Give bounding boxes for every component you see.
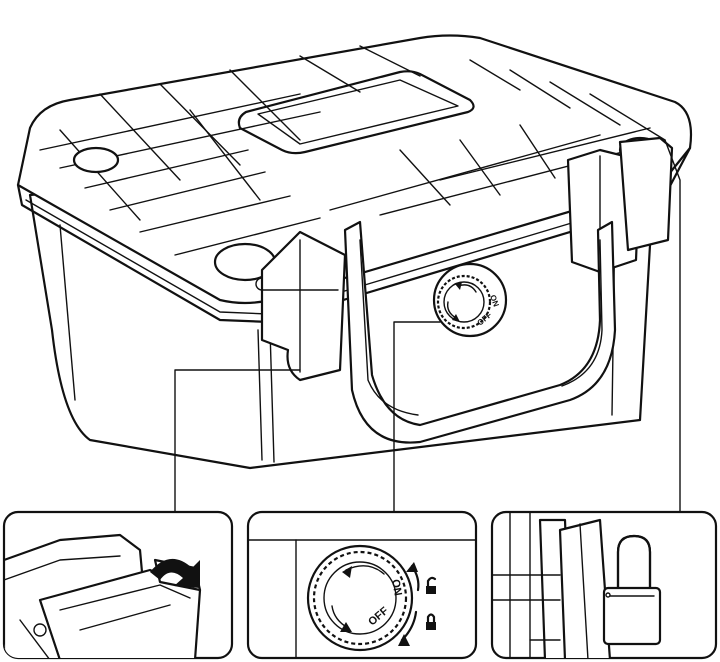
detail-panel-padlock: [490, 510, 718, 660]
pressure-valve: ON OFF: [432, 262, 508, 338]
lid-ribs: [39, 45, 666, 256]
padlock: [602, 534, 662, 646]
left-latch: [260, 230, 347, 382]
detail-panel-latch: [2, 510, 234, 660]
latch-closeup: [38, 568, 202, 658]
locked-padlock-icon: [426, 613, 436, 630]
valve-on-label: ON: [488, 294, 501, 309]
protective-case: ON OFF: [16, 34, 693, 513]
unlocked-padlock-icon: [426, 576, 437, 594]
valve-knob-gear-detail: [312, 550, 408, 646]
case-lid-top: [16, 34, 693, 305]
case-handle: [343, 220, 617, 444]
rotate-arrow-icon: [150, 558, 200, 588]
detail-on-label: ON: [389, 578, 404, 596]
valve-knob-gear: [436, 274, 492, 330]
detail-panel-valve: ON OFF: [246, 510, 478, 660]
callout-leaders: [174, 139, 681, 513]
lid-label-panel: [237, 70, 475, 155]
